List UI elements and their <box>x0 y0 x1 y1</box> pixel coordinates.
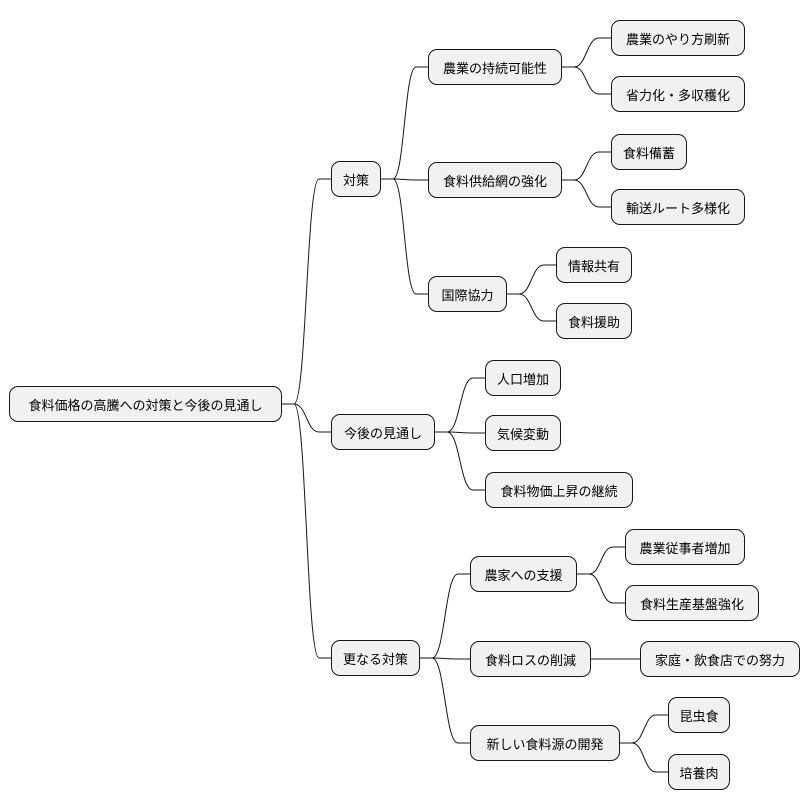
connector-node-outlook-to-node-population-growth <box>435 377 485 433</box>
node-farming-renewal: 農業のやり方刷新 <box>611 20 745 56</box>
connector-node-outlook-to-node-food-price-rise <box>435 431 485 491</box>
node-further-countermeasures: 更なる対策 <box>331 640 420 676</box>
connector-root-node-to-node-countermeasures <box>282 178 331 405</box>
connector-node-further-countermeasures-to-node-farmer-support <box>420 573 470 659</box>
node-intl-cooperation: 国際協力 <box>428 276 507 312</box>
node-production-base: 食料生産基盤強化 <box>625 585 759 621</box>
node-farmer-support: 農家への支援 <box>470 556 577 592</box>
node-more-farm-workers: 農業従事者増加 <box>625 529 745 565</box>
node-food-price-rise: 食料物価上昇の継続 <box>485 472 633 508</box>
connector-node-farmer-support-to-node-production-base <box>577 573 625 604</box>
node-household-restaurant: 家庭・飲食店での努力 <box>640 641 800 677</box>
node-new-food-sources: 新しい食料源の開発 <box>470 725 620 761</box>
node-population-growth: 人口増加 <box>485 360 561 396</box>
connector-root-node-to-node-outlook <box>282 403 331 433</box>
connector-node-agri-sustainability-to-node-labor-saving <box>562 66 611 95</box>
node-labor-saving: 省力化・多収穫化 <box>611 76 745 112</box>
node-route-diversify: 輸送ルート多様化 <box>611 189 745 225</box>
node-food-loss: 食料ロスの削減 <box>470 641 591 677</box>
root-node: 食料価格の高騰への対策と今後の見通し <box>9 386 282 422</box>
connector-node-supply-chain-to-node-route-diversify <box>562 179 611 208</box>
connector-node-intl-cooperation-to-node-food-aid <box>507 293 556 322</box>
connector-node-new-food-sources-to-node-cultured-meat <box>620 742 668 773</box>
connector-node-agri-sustainability-to-node-farming-renewal <box>562 37 611 68</box>
node-info-sharing: 情報共有 <box>556 247 632 283</box>
connector-node-intl-cooperation-to-node-info-sharing <box>507 264 556 295</box>
connector-node-new-food-sources-to-node-insect-food <box>620 714 668 744</box>
connector-node-countermeasures-to-node-agri-sustainability <box>381 66 428 180</box>
node-cultured-meat: 培養肉 <box>668 754 730 790</box>
node-agri-sustainability: 農業の持続可能性 <box>428 49 562 85</box>
connector-node-further-countermeasures-to-node-new-food-sources <box>420 657 470 744</box>
connector-node-countermeasures-to-node-intl-cooperation <box>381 178 428 295</box>
node-food-aid: 食料援助 <box>556 303 632 339</box>
node-supply-chain: 食料供給網の強化 <box>428 162 562 198</box>
node-countermeasures: 対策 <box>331 161 381 197</box>
node-outlook: 今後の見通し <box>331 414 435 450</box>
connector-node-farmer-support-to-node-more-farm-workers <box>577 546 625 575</box>
node-climate-change: 気候変動 <box>485 415 561 451</box>
node-food-stockpile: 食料備蓄 <box>611 134 687 170</box>
connector-root-node-to-node-further-countermeasures <box>282 403 331 659</box>
connector-node-supply-chain-to-node-food-stockpile <box>562 151 611 181</box>
node-insect-food: 昆虫食 <box>668 697 730 733</box>
